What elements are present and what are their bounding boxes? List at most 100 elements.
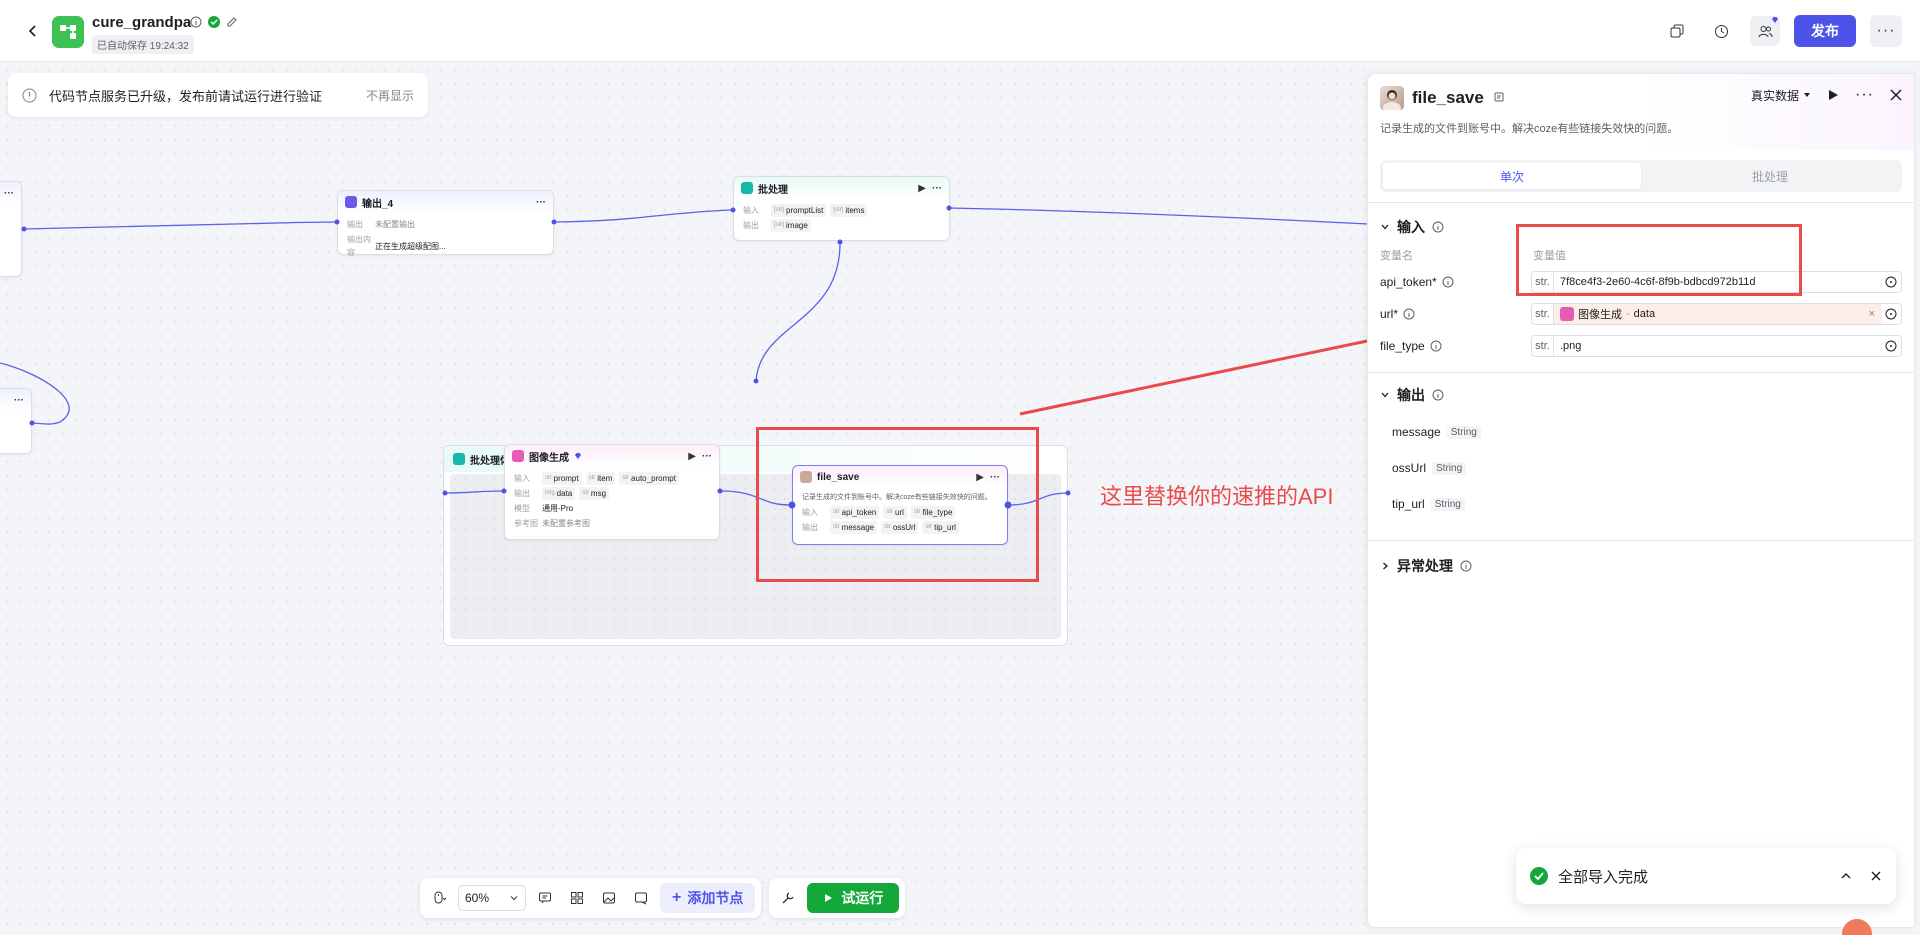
- play-icon[interactable]: [1827, 89, 1839, 101]
- mouse-icon: [434, 891, 447, 904]
- assistant-avatar[interactable]: [1842, 919, 1872, 935]
- type-badge: String: [1432, 461, 1467, 475]
- title-icons: [190, 16, 238, 28]
- panel-description: 记录生成的文件到账号中。解决coze有些链接失效快的问题。: [1380, 123, 1679, 135]
- collaborators-button[interactable]: [1750, 16, 1780, 46]
- offscreen-node-bottom[interactable]: ···: [0, 388, 32, 454]
- divider: [1368, 372, 1914, 373]
- info-icon[interactable]: [1460, 560, 1472, 572]
- image-node-icon: [1560, 307, 1574, 321]
- check-circle-icon: [1530, 867, 1548, 885]
- type-badge: String: [1430, 497, 1465, 511]
- data-source-select[interactable]: 真实数据: [1751, 87, 1811, 104]
- output-node-icon: [345, 196, 357, 208]
- verified-icon: [208, 16, 220, 28]
- info-icon[interactable]: [1430, 340, 1442, 352]
- history-button[interactable]: [1706, 16, 1736, 46]
- layout-button[interactable]: [564, 885, 590, 911]
- node-config-panel: file_save 记录生成的文件到账号中。解决coze有些链接失效快的问题。 …: [1367, 73, 1915, 928]
- type-selector[interactable]: str.: [1532, 336, 1554, 356]
- tab-batch[interactable]: 批处理: [1751, 169, 1788, 184]
- minimap-button[interactable]: [596, 885, 622, 911]
- debug-button[interactable]: [775, 885, 801, 911]
- node-more-icon[interactable]: ···: [702, 450, 712, 462]
- api-token-input[interactable]: str. 7f8ce4f3-2e60-4c6f-8f9b-bdbcd972b11…: [1531, 271, 1902, 293]
- run-node-icon[interactable]: ▶: [976, 471, 984, 483]
- chevron-up-icon[interactable]: [1840, 870, 1852, 882]
- panel-header: file_save 记录生成的文件到账号中。解决coze有些链接失效快的问题。 …: [1368, 74, 1914, 150]
- url-input[interactable]: str. 图像生成 - data ×: [1531, 303, 1902, 325]
- more-menu-button[interactable]: ···: [1870, 15, 1902, 47]
- run-node-icon[interactable]: ▶: [918, 182, 926, 194]
- export-button[interactable]: [628, 885, 654, 911]
- annotation-box-api-token: [1516, 224, 1802, 296]
- info-icon[interactable]: [1432, 389, 1444, 401]
- variable-picker-icon[interactable]: [1885, 308, 1897, 320]
- ref-value: 未配置参考图: [542, 519, 590, 528]
- chevron-down-icon: [1381, 392, 1389, 398]
- bottom-toolbar: 60% + 添加节点: [420, 878, 906, 918]
- info-icon[interactable]: [1403, 308, 1415, 320]
- edit-icon[interactable]: [226, 16, 238, 28]
- add-node-button[interactable]: + 添加节点: [660, 883, 756, 913]
- node-row-value: 未配置输出: [375, 220, 415, 229]
- chevron-down-icon: [1381, 224, 1389, 230]
- close-icon[interactable]: [1890, 89, 1902, 101]
- batch-body-icon: [453, 453, 465, 465]
- variable-reference-chip[interactable]: 图像生成 - data ×: [1554, 304, 1881, 324]
- more-icon[interactable]: ···: [1855, 86, 1874, 103]
- tab-single[interactable]: 单次: [1383, 163, 1641, 189]
- annotation-text: 这里替换你的速推的API: [1100, 484, 1334, 509]
- input-section-title[interactable]: 输入: [1380, 217, 1444, 237]
- caret-down-icon: [1804, 93, 1811, 97]
- node-batch[interactable]: 批处理 ▶··· 输入 [str]promptList [str]items 输…: [733, 176, 950, 241]
- type-selector[interactable]: str.: [1532, 272, 1554, 292]
- toast-text: 全部导入完成: [1558, 868, 1649, 886]
- close-icon[interactable]: [1870, 870, 1882, 882]
- workflow-icon: [60, 25, 76, 39]
- node-row-label: 输入: [514, 474, 530, 483]
- output-section-title[interactable]: 输出: [1380, 385, 1444, 405]
- model-value: 通用-Pro: [542, 504, 574, 513]
- node-more-icon[interactable]: ···: [536, 196, 546, 208]
- interaction-mode-button[interactable]: [426, 885, 452, 911]
- param-label-file-type: file_type: [1380, 339, 1442, 353]
- publish-button[interactable]: 发布: [1794, 15, 1856, 47]
- node-output-4[interactable]: 输出_4 ··· 输出 未配置输出 输出内容 正在生成超级配图...: [337, 190, 554, 257]
- node-more-icon[interactable]: ···: [4, 187, 14, 199]
- info-icon[interactable]: [1432, 221, 1444, 233]
- banner-dismiss-button[interactable]: 不再显示: [365, 88, 414, 103]
- node-more-icon[interactable]: ···: [14, 394, 24, 406]
- variable-picker-icon[interactable]: [1885, 340, 1897, 352]
- offscreen-node-top[interactable]: ···: [0, 181, 22, 277]
- test-run-button[interactable]: 试运行: [807, 883, 900, 913]
- wrench-icon: [782, 892, 794, 904]
- variable-picker-icon[interactable]: [1885, 276, 1897, 288]
- back-button[interactable]: [22, 20, 44, 42]
- chevron-right-icon: [1383, 562, 1388, 570]
- node-file-save[interactable]: file_save ▶··· 记录生成的文件到账号中。解决coze有些链接失效快…: [792, 465, 1008, 545]
- info-icon[interactable]: [1442, 276, 1454, 288]
- copy-button[interactable]: [1662, 16, 1692, 46]
- node-more-icon[interactable]: ···: [990, 471, 1000, 483]
- workflow-canvas[interactable]: 代码节点服务已升级，发布前请试运行进行验证 不再显示 ··· ··· 输出_4 …: [0, 63, 1368, 935]
- node-more-icon[interactable]: ···: [932, 182, 942, 194]
- clear-reference-icon[interactable]: ×: [1868, 308, 1875, 320]
- zoom-select[interactable]: 60%: [458, 885, 526, 911]
- error-handling-section-title[interactable]: 异常处理: [1380, 556, 1472, 576]
- comment-button[interactable]: [532, 885, 558, 911]
- file-type-input[interactable]: str. .png: [1531, 335, 1902, 357]
- node-row-label: 参考图: [514, 519, 538, 528]
- type-selector[interactable]: str.: [1532, 304, 1554, 324]
- info-icon[interactable]: [190, 16, 202, 28]
- param-label-api-token: api_token*: [1380, 275, 1454, 289]
- chevron-left-icon: [28, 25, 36, 37]
- run-node-icon[interactable]: ▶: [688, 450, 696, 462]
- node-row-label: 输出: [514, 489, 530, 498]
